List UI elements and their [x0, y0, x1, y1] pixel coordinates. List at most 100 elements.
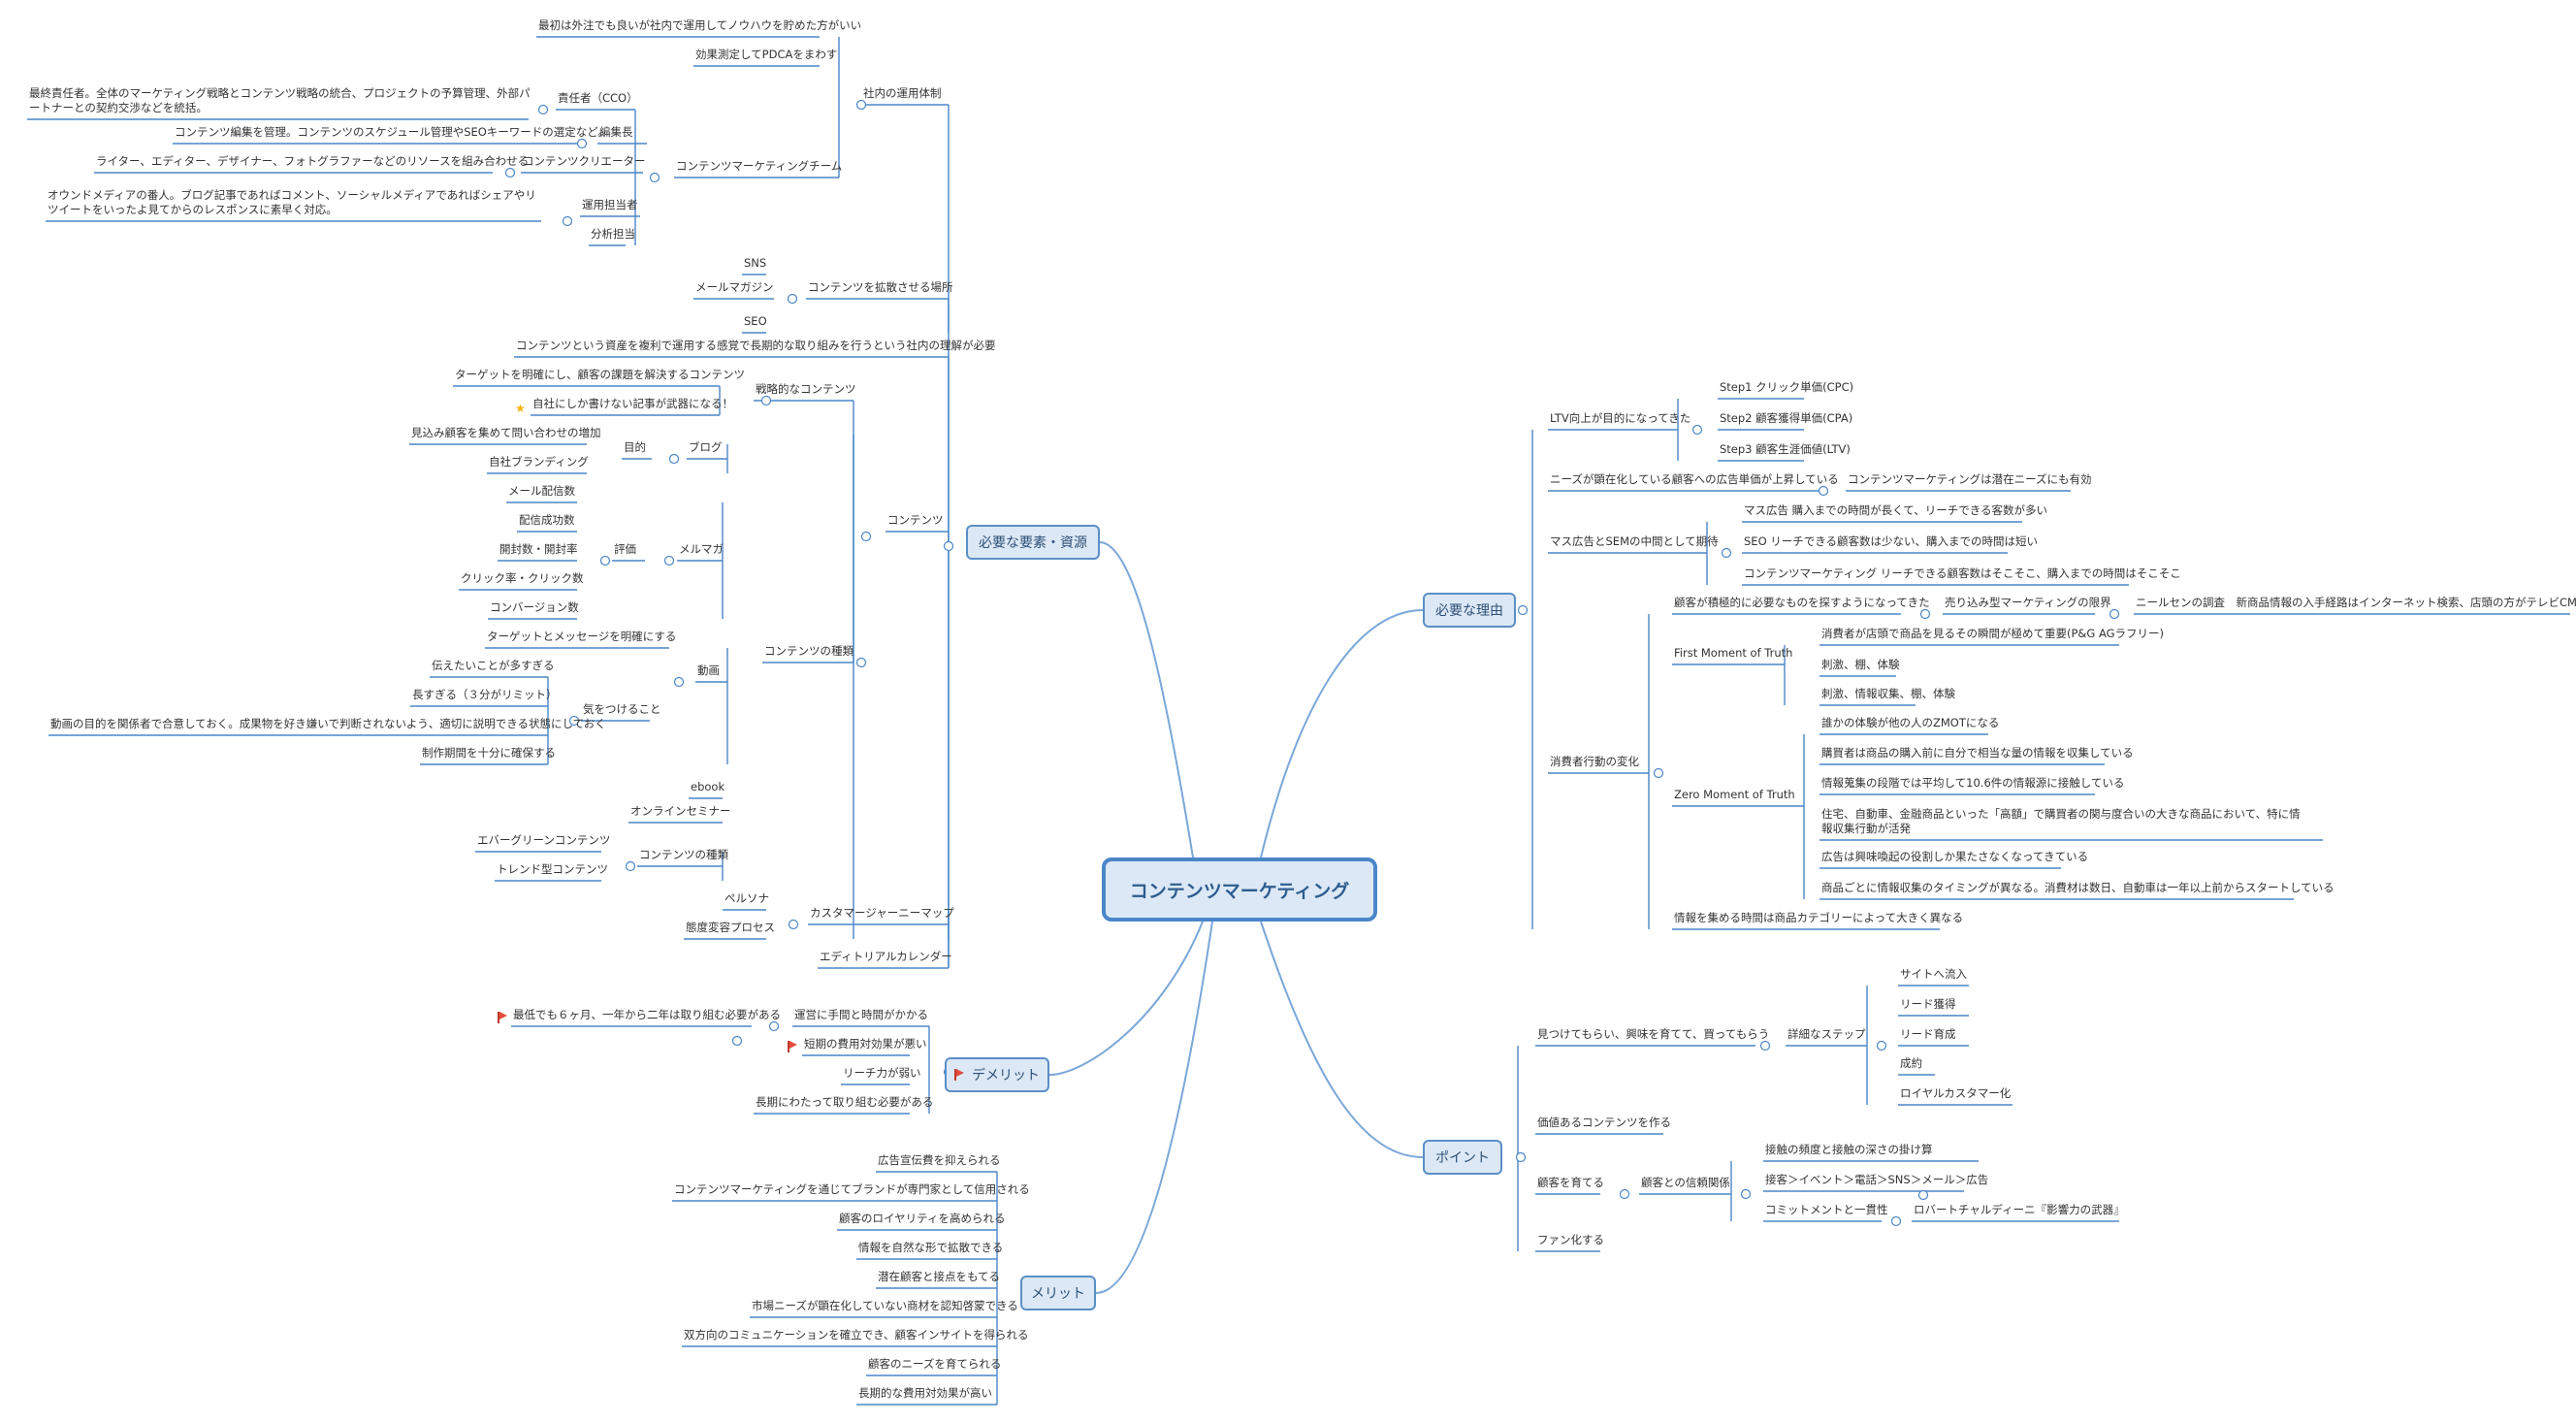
node-left-n50[interactable]: エディトリアルカレンダー	[820, 950, 952, 963]
node-left-n01[interactable]: 最初は外注でも良いが社内で運用してノウハウを貯めた方がいい	[538, 18, 862, 32]
node-left-n31[interactable]: コンテンツ	[887, 513, 944, 527]
node-right-r41[interactable]: ファン化する	[1537, 1233, 1604, 1246]
node-left-n28[interactable]: 開封数・開封率	[499, 542, 578, 556]
node-left-n17[interactable]: SEO	[744, 314, 767, 328]
node-left-n44[interactable]: エバーグリーンコンテンツ	[477, 833, 611, 847]
node-right-r10[interactable]: コンテンツマーケティング リーチできる顧客数はそこそこ、購入までの時間はそこそこ	[1744, 566, 2181, 580]
node-left-n45[interactable]: コンテンツの種類	[639, 848, 728, 861]
node-left-n07[interactable]: 編集長	[599, 125, 633, 139]
node-left-n16[interactable]: コンテンツを拡散させる場所	[808, 280, 953, 294]
node-left-n10[interactable]: コンテンツマーケティングチーム	[676, 159, 843, 173]
node-left-n20[interactable]: 戦略的なコンテンツ	[756, 382, 856, 396]
node-right-r38[interactable]: 接客＞イベント＞電話＞SNS＞メール＞広告	[1765, 1173, 1989, 1186]
node-left-n55[interactable]: 長期にわたって取り組む必要がある	[756, 1095, 934, 1109]
node-left-n22[interactable]: 見込み顧客を集めて問い合わせの増加	[411, 426, 601, 439]
node-right-r20[interactable]: 購買者は商品の購入前に自分で相当な量の情報を収集している	[1821, 746, 2134, 760]
node-left-n18[interactable]: コンテンツという資産を複利で運用する感覚で長期的な取り組みを行うという社内の理解…	[516, 339, 996, 352]
node-left-n11[interactable]: オウンドメディアの番人。ブログ記事であればコメント、ソーシャルメディアであればシ…	[48, 188, 536, 216]
node-left-n25[interactable]: 自社ブランディング	[489, 455, 589, 469]
node-right-r31[interactable]: リード育成	[1900, 1027, 1956, 1041]
node-right-r02[interactable]: Step1 クリック単価(CPC)	[1720, 380, 1854, 394]
node-left-n61[interactable]: 市場ニーズが顕在化していない商材を認知啓蒙できる	[752, 1299, 1018, 1312]
node-left-n05[interactable]: 責任者（CCO）	[558, 91, 638, 105]
node-left-n37[interactable]: コンテンツの種類	[764, 644, 853, 658]
node-right-r25[interactable]: 商品ごとに情報収集のタイミングが異なる。消費材は数日、自動車は一年以上前からスタ…	[1821, 881, 2334, 894]
node-left-n39[interactable]: 気をつけること	[583, 702, 661, 716]
node-right-r13[interactable]: ニールセンの調査 新商品情報の入手経路はインターネット検索、店頭の方がテレビCM…	[2136, 596, 2576, 609]
node-left-n52[interactable]: 運営に手間と時間がかかる	[794, 1008, 928, 1021]
node-right-r04[interactable]: Step3 顧客生涯価値(LTV)	[1720, 442, 1851, 456]
node-left-n34[interactable]: ターゲットとメッセージを明確にする	[487, 630, 677, 643]
node-left-n49[interactable]: 態度変容プロセス	[686, 921, 775, 934]
node-right-r21[interactable]: 情報蒐集の段階では平均して10.6件の情報源に接触している	[1821, 776, 2125, 790]
node-left-n06[interactable]: コンテンツ編集を管理。コンテンツのスケジュール管理やSEOキーワードの選定など。	[175, 125, 609, 139]
node-right-r29[interactable]: 見つけてもらい、興味を育てて、買ってもらう	[1537, 1027, 1770, 1041]
node-right-r08[interactable]: マス広告 購入までの時間が長くて、リーチできる客数が多い	[1744, 503, 2048, 517]
node-right-r23[interactable]: 住宅、自動車、金融商品といった「高額」で購買者の関与度合いの大きな商品において、…	[1821, 807, 2301, 835]
node-right-r19[interactable]: 誰かの体験が他の人のZMOTになる	[1821, 716, 2000, 729]
node-left-n59[interactable]: 情報を自然な形で拡散できる	[858, 1241, 1004, 1254]
node-right-r39[interactable]: コミットメントと一貫性	[1765, 1203, 1888, 1216]
node-left-n08[interactable]: ライター、エディター、デザイナー、フォトグラファーなどのリソースを組み合わせる	[96, 154, 530, 168]
node-left-n46[interactable]: トレンド型コンテンツ	[497, 862, 608, 876]
node-left-n64[interactable]: 長期的な費用対効果が高い	[858, 1386, 992, 1400]
node-right-r03[interactable]: Step2 顧客獲得単価(CPA)	[1720, 411, 1853, 425]
node-right-r36[interactable]: 顧客を育てる	[1537, 1176, 1604, 1189]
node-right-r40[interactable]: ロバートチャルディーニ『影響力の武器』	[1914, 1203, 2125, 1216]
node-left-n48[interactable]: カスタマージャーニーマップ	[810, 906, 954, 920]
node-left-n13[interactable]: 分析担当	[591, 227, 635, 241]
node-left-n29[interactable]: 評価	[614, 542, 636, 556]
node-left-n15[interactable]: メールマガジン	[695, 280, 774, 294]
node-right-r37[interactable]: 顧客との信頼関係	[1641, 1176, 1730, 1189]
node-left-n21[interactable]: 自社にしか書けない記事が武器になる！	[532, 397, 733, 410]
node-right-r24[interactable]: 広告は興味喚起の役割しか果たさなくなってきている	[1821, 850, 2089, 863]
node-right-r30[interactable]: 詳細なステップ	[1787, 1027, 1866, 1041]
node-left-n53[interactable]: 短期の費用対効果が悪い	[804, 1037, 927, 1051]
node-right-r27[interactable]: サイトへ流入	[1900, 967, 1967, 981]
node-right-r11[interactable]: 顧客が積極的に必要なものを探すようになってきた	[1674, 596, 1930, 609]
node-left-n38[interactable]: 長すぎる（３分がリミット）	[412, 688, 558, 701]
node-left-n35[interactable]: 伝えたいことが多すぎる	[432, 659, 555, 672]
node-right-r35[interactable]: 接触の頻度と接触の深さの掛け算	[1765, 1143, 1933, 1156]
node-left-n02[interactable]: 効果測定してPDCAをまわす	[695, 48, 838, 61]
node-left-n32[interactable]: クリック率・クリック数	[461, 571, 584, 585]
node-left-n58[interactable]: 顧客のロイヤリティを高められる	[839, 1212, 1006, 1225]
node-right-r18[interactable]: 消費者行動の変化	[1550, 755, 1639, 768]
node-left-n09[interactable]: コンテンツクリエーター	[523, 154, 646, 168]
node-left-n12[interactable]: 運用担当者	[582, 198, 638, 211]
node-right-r01[interactable]: LTV向上が目的になってきた	[1550, 411, 1691, 425]
node-left-n47[interactable]: ペルソナ	[724, 891, 769, 905]
node-left-n03[interactable]: 社内の運用体制	[863, 86, 942, 100]
node-left-n56[interactable]: 広告宣伝費を抑えられる	[878, 1153, 1001, 1167]
node-right-r22[interactable]: Zero Moment of Truth	[1674, 788, 1795, 801]
node-right-r09[interactable]: SEO リーチできる顧客数は少ない、購入までの時間は短い	[1744, 534, 2039, 548]
main-node-demerit[interactable]: デメリット	[945, 1057, 1049, 1092]
node-left-n60[interactable]: 潜在顧客と接点をもてる	[878, 1270, 1001, 1283]
node-left-n40[interactable]: 動画の目的を関係者で合意しておく。成果物を好き嫌いで判断されないよう、適切に説明…	[50, 717, 606, 730]
node-left-n42[interactable]: ebook	[691, 780, 725, 793]
node-left-n43[interactable]: オンラインセミナー	[630, 804, 731, 818]
node-right-r17[interactable]: 刺激、情報収集、棚、体験	[1821, 687, 1955, 700]
node-left-n62[interactable]: 双方向のコミュニケーションを確立でき、顧客インサイトを得られる	[684, 1328, 1029, 1342]
node-left-n26[interactable]: メール配信数	[508, 484, 575, 498]
main-node-merit[interactable]: メリット	[1020, 1276, 1096, 1310]
main-node-elements[interactable]: 必要な要素・資源	[966, 525, 1100, 560]
node-right-r16[interactable]: 刺激、棚、体験	[1821, 658, 1900, 671]
node-left-n54[interactable]: リーチ力が弱い	[843, 1066, 921, 1080]
node-left-n41[interactable]: 制作期間を十分に確保する	[422, 746, 556, 760]
node-left-n24[interactable]: ブログ	[689, 440, 723, 454]
node-left-n14[interactable]: SNS	[744, 256, 767, 270]
node-left-n51[interactable]: 最低でも６ヶ月、一年から二年は取り組む必要がある	[513, 1008, 781, 1021]
node-right-r32[interactable]: 成約	[1900, 1056, 1922, 1070]
node-left-n23[interactable]: 目的	[624, 440, 646, 454]
node-left-n63[interactable]: 顧客のニーズを育てられる	[868, 1357, 1002, 1371]
main-node-points[interactable]: ポイント	[1423, 1140, 1502, 1175]
node-right-r12[interactable]: 売り込み型マーケティングの限界	[1945, 596, 2111, 609]
node-right-r07[interactable]: マス広告とSEMの中間として期待	[1550, 534, 1719, 548]
node-left-n36[interactable]: 動画	[697, 663, 720, 677]
node-right-r26[interactable]: 情報を集める時間は商品カテゴリーによって大きく異なる	[1674, 911, 1964, 924]
node-right-r34[interactable]: 価値あるコンテンツを作る	[1537, 1116, 1671, 1129]
main-node-reasons[interactable]: 必要な理由	[1423, 593, 1516, 628]
node-right-r05[interactable]: ニーズが顕在化している顧客への広告単価が上昇している	[1550, 472, 1839, 486]
node-right-r06[interactable]: コンテンツマーケティングは潜在ニーズにも有効	[1848, 472, 2092, 486]
